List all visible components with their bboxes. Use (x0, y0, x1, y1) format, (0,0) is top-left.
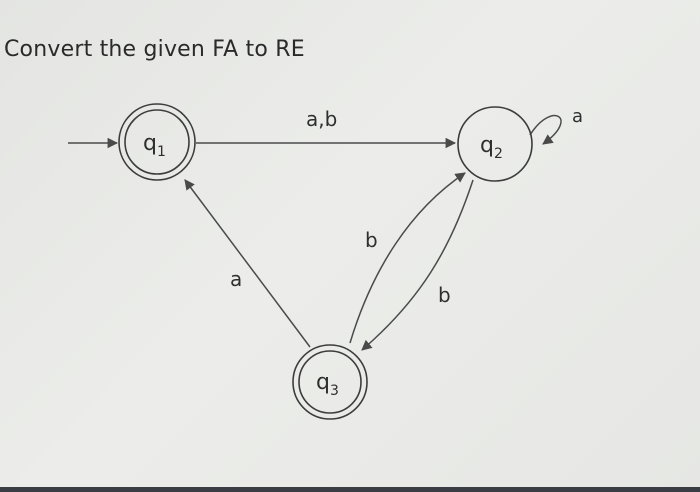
label-q2-q3: b (438, 283, 451, 307)
state-q3-sub: 3 (330, 383, 339, 399)
page-title: Convert the given FA to RE (4, 37, 305, 62)
svg-text:q1: q1 (143, 131, 166, 160)
label-q3-q1: a (230, 267, 242, 291)
bottom-edge (0, 487, 700, 492)
edge-q3-q1 (184, 179, 311, 348)
state-q3: q3 (292, 344, 368, 420)
edge-q2-self (529, 114, 562, 145)
svg-text:q3: q3 (316, 370, 339, 399)
state-q2: q2 (457, 106, 533, 182)
label-q1-q2: a,b (306, 107, 337, 131)
svg-text:q2: q2 (480, 133, 503, 162)
label-q3-q2: b (365, 228, 378, 252)
label-q2-self: a (572, 106, 583, 127)
edge-q2-q3 (361, 179, 474, 351)
state-q2-base: q (480, 133, 494, 158)
state-q1-sub: 1 (157, 144, 166, 160)
state-q2-sub: 2 (494, 146, 503, 162)
state-q3-base: q (316, 370, 330, 395)
edge-q3-q2 (349, 172, 466, 344)
state-q1-base: q (143, 131, 157, 156)
state-q1: q1 (118, 103, 196, 181)
